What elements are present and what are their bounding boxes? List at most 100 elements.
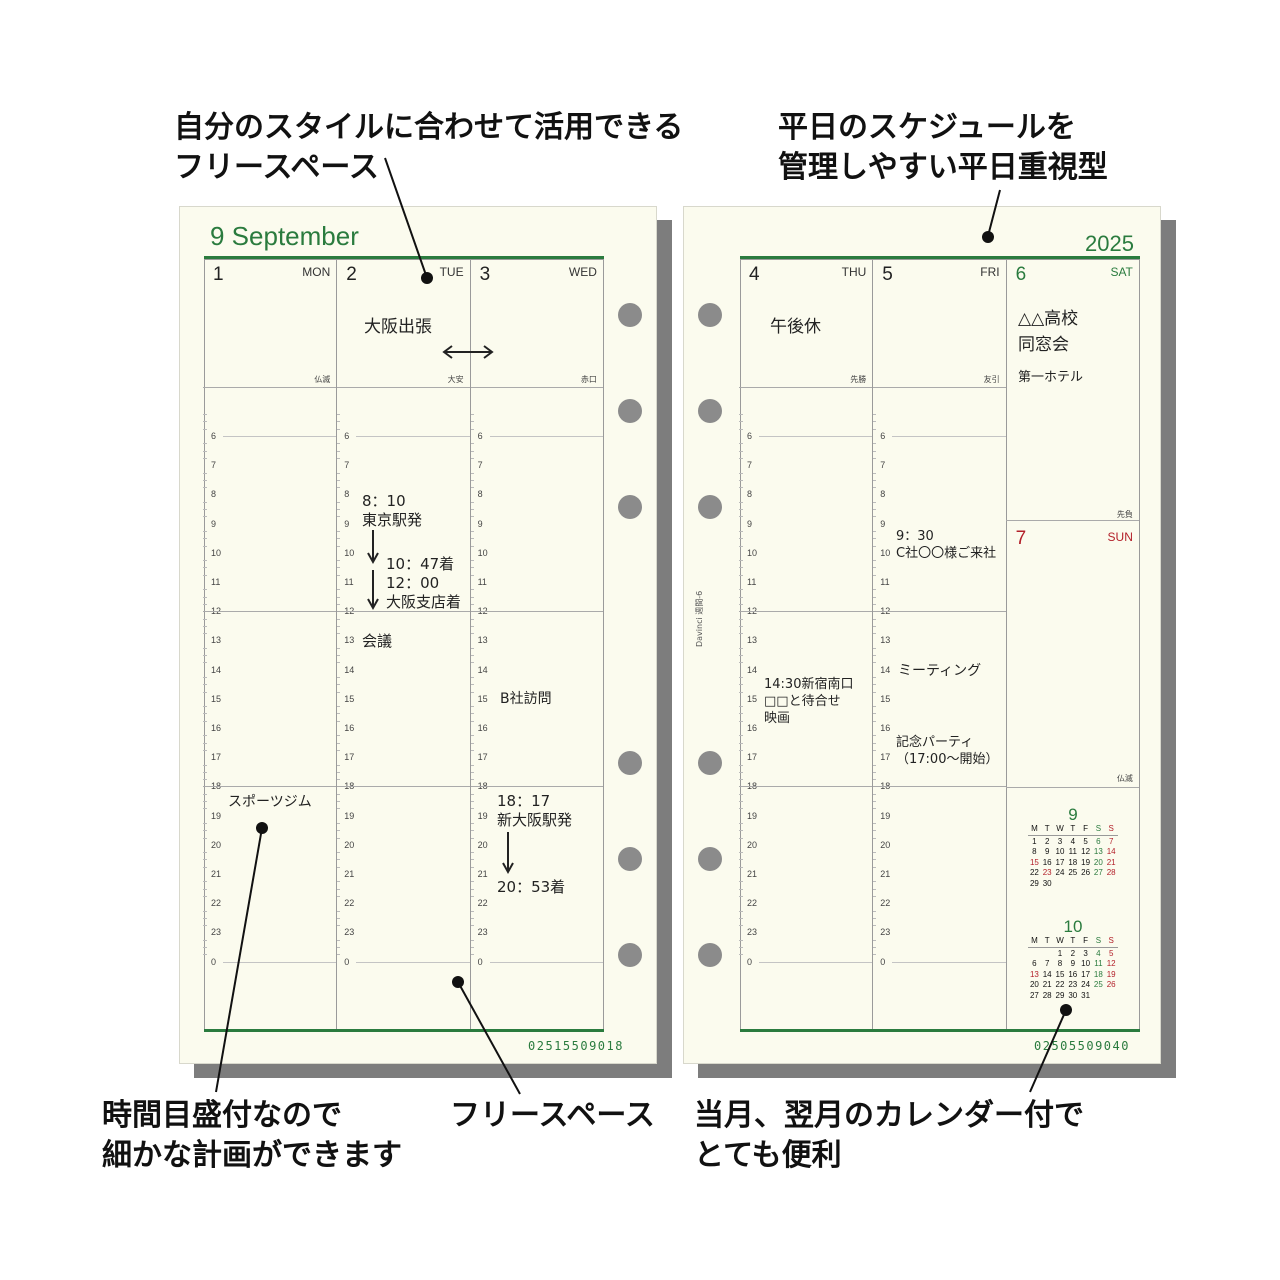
time-tick — [469, 421, 474, 423]
calendar-date — [1041, 949, 1054, 960]
weekend-divider — [1005, 787, 1139, 788]
time-tick — [336, 764, 341, 766]
time-tick — [336, 910, 341, 912]
hour-line — [489, 961, 603, 963]
hour-label: 15 — [344, 693, 355, 704]
day-name: WED — [568, 265, 597, 279]
time-tick — [203, 859, 207, 861]
hour-label: 22 — [344, 898, 355, 909]
header-divider — [469, 387, 603, 388]
hour-label: 8 — [477, 489, 483, 500]
time-tick — [739, 793, 743, 795]
day-name: TUE — [439, 265, 464, 279]
time-tick — [336, 516, 341, 518]
hour-label: 9 — [880, 518, 886, 529]
calendar-date: 23 — [1068, 980, 1078, 989]
time-tick — [872, 574, 877, 576]
time-tick — [469, 633, 474, 635]
time-tick — [336, 560, 341, 562]
time-tick — [203, 735, 207, 737]
calendar-date: 17 — [1081, 969, 1091, 979]
time-tick — [739, 487, 743, 489]
calendar-date: 21 — [1042, 980, 1052, 989]
saturday-number: 6 — [1015, 264, 1027, 285]
hour-label: 19 — [880, 810, 891, 821]
day-number: 3 — [479, 264, 491, 285]
time-tick — [203, 414, 207, 416]
time-tick — [469, 801, 474, 802]
binder-hole — [618, 751, 642, 775]
time-tick — [739, 939, 743, 941]
time-tick — [336, 742, 341, 744]
time-tick — [203, 501, 207, 503]
hour-label: 16 — [344, 723, 355, 733]
calendar-date: 7 — [1108, 836, 1114, 846]
hour-label: 13 — [211, 635, 222, 646]
note-wed-depart: 18：17 新大阪駅発 — [497, 792, 573, 829]
time-tick — [336, 881, 341, 883]
time-tick — [739, 457, 743, 459]
hour-line — [223, 436, 337, 437]
time-tick — [336, 859, 341, 861]
calendar-date: 18 — [1093, 969, 1103, 979]
calendar-date: 11 — [1068, 847, 1077, 856]
time-tick — [872, 808, 877, 810]
weekday-letter: S — [1108, 824, 1114, 833]
noon-divider — [203, 786, 337, 788]
time-tick — [203, 596, 207, 598]
time-tick — [203, 801, 207, 802]
weekend-divider — [1005, 520, 1139, 521]
time-tick — [469, 560, 474, 562]
time-tick — [336, 509, 341, 510]
time-tick — [469, 545, 474, 547]
calendar-date: 14 — [1106, 847, 1116, 856]
hour-line — [759, 961, 873, 963]
time-tick — [739, 428, 743, 430]
calendar-date: 7 — [1044, 959, 1050, 968]
calendar-date — [1092, 991, 1105, 1002]
time-tick — [739, 691, 743, 693]
hour-label: 8 — [344, 489, 350, 500]
time-tick — [739, 574, 743, 576]
time-tick — [872, 713, 877, 715]
calendar-date — [1028, 949, 1041, 960]
day-name: MON — [302, 265, 331, 279]
time-tick — [469, 713, 474, 715]
hour-label: 21 — [344, 869, 355, 879]
noon-divider — [203, 611, 337, 613]
time-tick — [739, 713, 743, 715]
calendar-date: 31 — [1081, 990, 1091, 1000]
time-tick — [469, 691, 474, 693]
hour-label: 13 — [344, 635, 355, 646]
rokuyo-label: 友引 — [983, 375, 1000, 384]
time-tick — [872, 472, 877, 474]
time-tick — [203, 509, 207, 510]
time-tick — [739, 837, 743, 839]
time-tick — [469, 428, 474, 430]
time-tick — [469, 881, 474, 883]
time-tick — [336, 421, 341, 423]
time-tick — [336, 684, 341, 686]
time-tick — [739, 866, 743, 868]
calendar-date: 30 — [1068, 990, 1078, 1000]
time-tick — [872, 647, 877, 649]
header-divider — [336, 387, 470, 388]
month-title: 9 September — [210, 221, 359, 251]
time-tick — [739, 596, 743, 598]
time-tick — [872, 560, 877, 562]
leader-dot — [982, 231, 994, 243]
column-divider — [872, 259, 874, 1029]
time-tick — [872, 830, 877, 832]
rokuyo-label: 大安 — [447, 375, 464, 384]
day-number: 1 — [213, 264, 224, 285]
time-tick — [872, 822, 877, 824]
time-tick — [469, 866, 474, 868]
time-tick — [469, 859, 474, 861]
calendar-date: 16 — [1068, 969, 1078, 979]
hour-label: 9 — [211, 518, 217, 529]
hour-label: 20 — [211, 839, 222, 850]
time-tick — [739, 822, 743, 824]
